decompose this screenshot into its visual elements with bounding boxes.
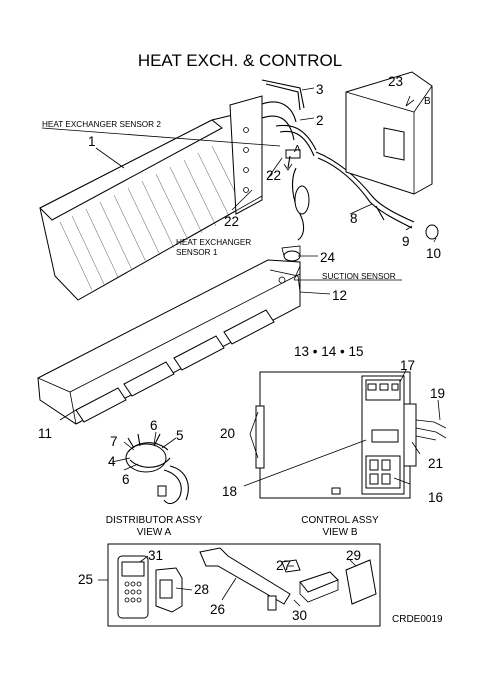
part-number-7: 7	[110, 434, 118, 449]
part-number-22-lower: 22	[224, 214, 239, 229]
refrigerant-piping	[261, 79, 439, 241]
part-number-29: 29	[346, 548, 361, 563]
part-number-20: 20	[220, 426, 235, 441]
caption-control-line1: CONTROL ASSY	[301, 515, 379, 526]
accessory-box	[107, 543, 381, 627]
label-hx-sensor-1-line2: SENSOR 1	[176, 248, 218, 257]
caption-distributor-line1: DISTRIBUTOR ASSY	[106, 515, 203, 526]
part-number-26: 26	[210, 602, 225, 617]
drawing-code: CRDE0019	[392, 614, 443, 625]
part-number-6-lower: 6	[122, 472, 130, 487]
part-number-10: 10	[426, 246, 441, 261]
part-number-8: 8	[350, 211, 358, 226]
part-number-23: 23	[388, 74, 403, 89]
heat-exchanger-coil	[39, 95, 263, 301]
part-number-13-14-15: 13 • 14 • 15	[294, 344, 364, 359]
part-number-12: 12	[332, 288, 347, 303]
leader-lines	[41, 87, 441, 607]
part-number-18: 18	[222, 484, 237, 499]
part-number-17: 17	[400, 358, 415, 373]
label-hx-sensor-2: HEAT EXCHANGER SENSOR 2	[42, 120, 161, 129]
part-24-fitting	[281, 245, 301, 262]
part-number-21: 21	[428, 456, 443, 471]
part-number-24: 24	[320, 250, 336, 265]
part-number-3: 3	[316, 82, 324, 97]
part-number-30: 30	[292, 608, 307, 623]
part-number-28: 28	[194, 582, 209, 597]
view-a-arrow-icon	[287, 155, 291, 169]
part-number-11: 11	[38, 426, 52, 441]
drain-pan	[37, 259, 301, 425]
caption-control-line2: VIEW B	[322, 527, 357, 538]
caption-distributor-line2: VIEW A	[137, 527, 172, 538]
label-view-b: B	[424, 96, 431, 107]
part-number-27: 27	[276, 558, 291, 573]
part-number-31: 31	[148, 548, 163, 563]
part-number-25: 25	[78, 572, 93, 587]
part-number-6-upper: 6	[150, 418, 158, 433]
control-assy-view-b	[255, 371, 447, 499]
part-number-16: 16	[428, 490, 443, 505]
part-number-1: 1	[88, 134, 96, 149]
label-suction-sensor: SUCTION SENSOR	[322, 272, 396, 281]
distributor-assy-view-a	[111, 433, 189, 505]
label-view-a: A	[294, 144, 301, 155]
diagram-title: HEAT EXCH. & CONTROL	[138, 51, 342, 70]
part-23-cover	[345, 71, 433, 195]
part-number-5: 5	[176, 428, 184, 443]
part-number-19: 19	[430, 386, 445, 401]
label-hx-sensor-1-line1: HEAT EXCHANGER	[176, 238, 251, 247]
part-number-9: 9	[402, 234, 410, 249]
part-number-22-upper: 22	[266, 168, 281, 183]
part-number-2: 2	[316, 113, 324, 128]
part-number-4: 4	[108, 454, 116, 469]
